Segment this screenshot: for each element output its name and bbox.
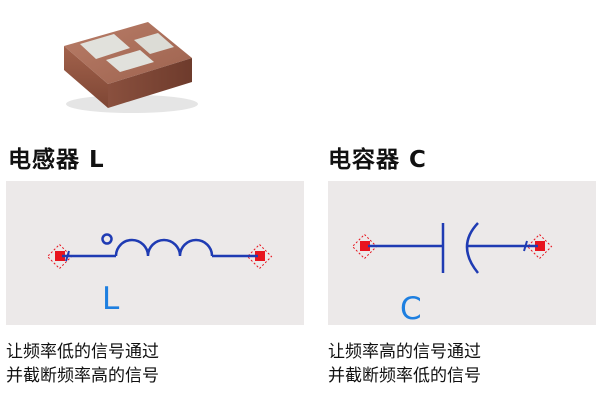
capacitor-description-line1: 让频率高的信号通过 (328, 342, 481, 362)
capacitor-symbol (351, 222, 553, 274)
capacitor-symbol-panel: C (328, 181, 596, 327)
inductor-symbol (46, 233, 273, 270)
inductor-symbol-letter: L (102, 281, 120, 317)
capacitor-description: 让频率高的信号通过 并截断频率低的信号 (328, 340, 481, 388)
chip-component-image (50, 8, 210, 118)
inductor-description-line1: 让频率低的信号通过 (6, 342, 159, 362)
inductor-description: 让频率低的信号通过 并截断频率高的信号 (6, 340, 159, 388)
capacitor-symbol-letter: C (400, 291, 422, 327)
capacitor-description-line2: 并截断频率低的信号 (328, 366, 481, 386)
capacitor-heading: 电容器 C (328, 147, 427, 173)
inductor-symbol-panel: L (6, 181, 304, 325)
inductor-heading: 电感器 L (8, 147, 105, 173)
inductor-description-line2: 并截断频率高的信号 (6, 366, 159, 386)
